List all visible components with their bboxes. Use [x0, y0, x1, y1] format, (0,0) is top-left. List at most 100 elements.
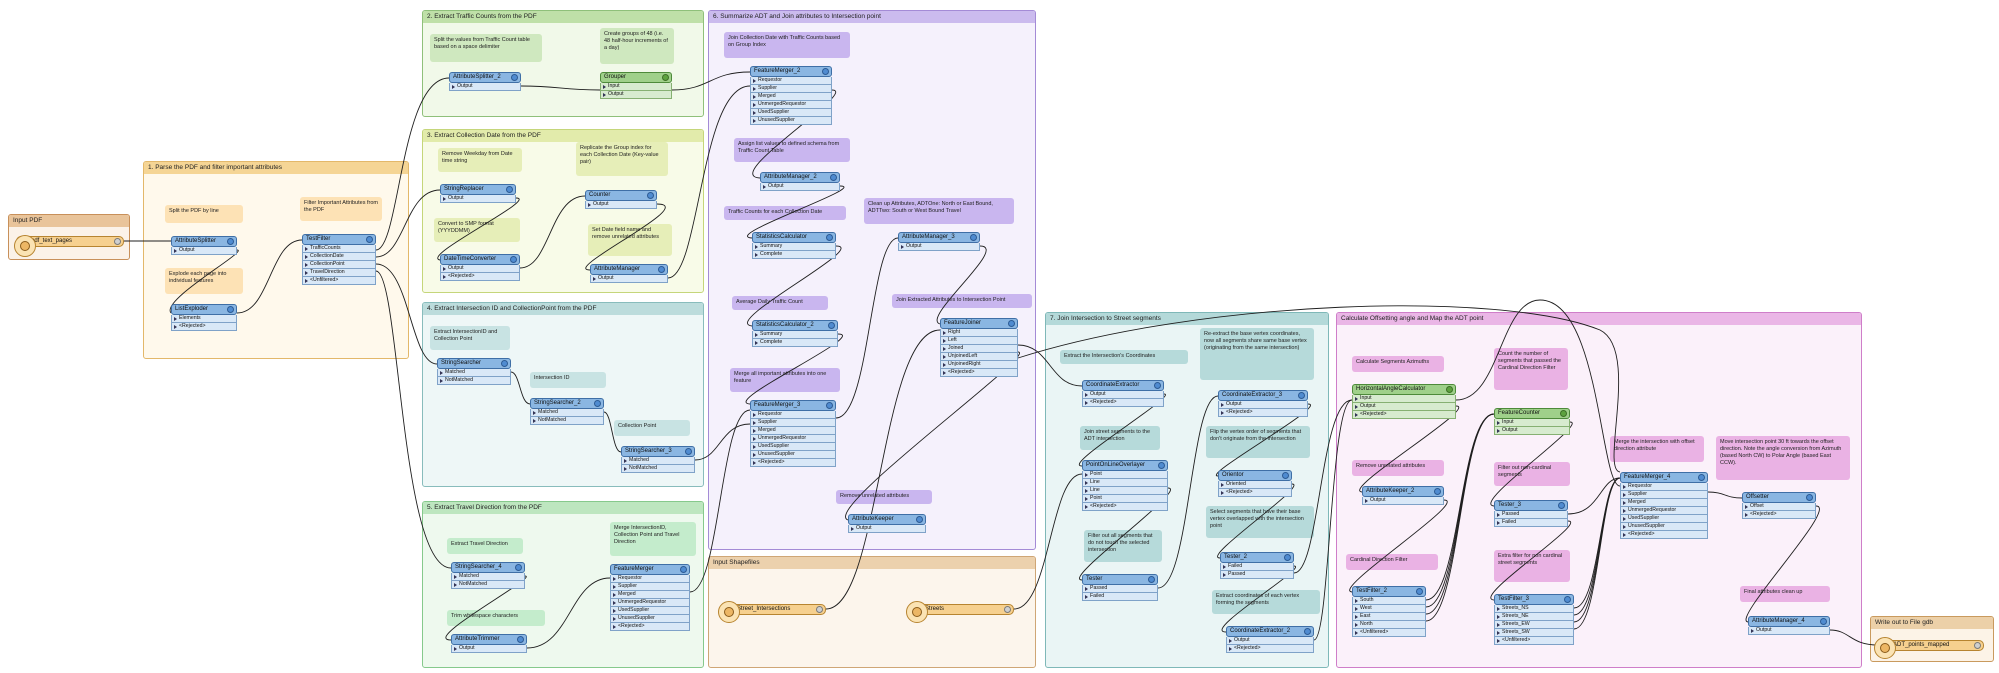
gear-icon[interactable] — [816, 606, 823, 613]
output-port[interactable]: South — [1352, 597, 1426, 605]
transformer-name[interactable]: FeatureMerger — [610, 564, 690, 575]
gear-icon[interactable] — [830, 174, 837, 181]
output-port[interactable]: Passed — [1220, 571, 1294, 579]
transformer-name[interactable]: StatisticsCalculator — [752, 232, 836, 243]
bookmark-2-traffic-counts[interactable]: 2. Extract Traffic Counts from the PDF — [422, 10, 704, 117]
output-port[interactable]: Passed — [1082, 585, 1158, 593]
output-port[interactable]: West — [1352, 605, 1426, 613]
output-port[interactable]: Output — [760, 183, 840, 191]
transformer-name[interactable]: Orientor — [1218, 470, 1292, 481]
output-port[interactable]: Output — [451, 645, 527, 653]
transformer-name[interactable]: AttributeKeeper — [848, 514, 926, 525]
transformer-name[interactable]: DateTimeConverter — [440, 254, 520, 265]
output-port[interactable]: <Rejected> — [940, 369, 1018, 377]
output-port[interactable]: Passed — [1494, 511, 1568, 519]
gear-icon[interactable] — [1008, 320, 1015, 327]
gear-icon[interactable] — [1416, 588, 1423, 595]
output-port[interactable]: Complete — [752, 339, 838, 347]
transformer-name[interactable]: AttributeSplitter_2 — [449, 72, 521, 83]
gear-icon[interactable] — [515, 564, 522, 571]
output-port[interactable]: Matched — [437, 369, 511, 377]
output-port[interactable]: Input — [600, 83, 672, 91]
output-port[interactable]: Elements — [171, 315, 237, 323]
gear-icon[interactable] — [227, 238, 234, 245]
output-port[interactable]: Output — [585, 201, 657, 209]
output-port[interactable]: Output — [1218, 401, 1308, 409]
transformer-name[interactable]: TestFilter — [302, 234, 376, 245]
transformer-name[interactable]: AttributeManager_3 — [898, 232, 980, 243]
output-port[interactable]: UnmergedRequestor — [750, 435, 836, 443]
output-port[interactable]: Line — [1082, 479, 1168, 487]
gear-icon[interactable] — [647, 192, 654, 199]
output-port[interactable]: UnusedSupplier — [750, 451, 836, 459]
transformer-name[interactable]: Offsetter — [1742, 492, 1816, 503]
gear-icon[interactable] — [1698, 474, 1705, 481]
gear-icon[interactable] — [1446, 386, 1453, 393]
output-port[interactable]: Output — [440, 195, 516, 203]
output-port[interactable]: Output — [1362, 497, 1444, 505]
output-port[interactable]: Streets_NE — [1494, 613, 1574, 621]
gear-icon[interactable] — [506, 186, 513, 193]
gear-icon[interactable] — [114, 238, 121, 245]
gear-icon[interactable] — [658, 266, 665, 273]
output-port[interactable]: NotMatched — [621, 465, 695, 473]
gear-icon[interactable] — [1558, 502, 1565, 509]
output-port[interactable]: Streets_EW — [1494, 621, 1574, 629]
output-port[interactable]: Complete — [752, 251, 836, 259]
output-port[interactable]: Output — [1226, 637, 1314, 645]
output-port[interactable]: <Rejected> — [1082, 399, 1164, 407]
output-port[interactable]: Matched — [621, 457, 695, 465]
output-port[interactable]: Output — [1494, 427, 1570, 435]
output-port[interactable]: Matched — [530, 409, 604, 417]
output-port[interactable]: Streets_NS — [1494, 605, 1574, 613]
gear-icon[interactable] — [227, 306, 234, 313]
gear-icon[interactable] — [1148, 576, 1155, 583]
transformer-name[interactable]: StringSearcher_3 — [621, 446, 695, 457]
gear-icon[interactable] — [1564, 596, 1571, 603]
gear-icon[interactable] — [916, 516, 923, 523]
transformer-name[interactable]: Counter — [585, 190, 657, 201]
gear-icon[interactable] — [828, 322, 835, 329]
output-port[interactable]: UnusedSupplier — [610, 615, 690, 623]
gear-icon[interactable] — [511, 74, 518, 81]
gear-icon[interactable] — [662, 74, 669, 81]
output-port[interactable]: Output — [898, 243, 980, 251]
output-port[interactable]: Merged — [1620, 499, 1708, 507]
gear-icon[interactable] — [1282, 472, 1289, 479]
output-port[interactable]: <Rejected> — [171, 323, 237, 331]
output-port[interactable]: Output — [449, 83, 521, 91]
output-port[interactable]: NotMatched — [530, 417, 604, 425]
transformer-name[interactable]: TestFilter_2 — [1352, 586, 1426, 597]
output-port[interactable]: Supplier — [1620, 491, 1708, 499]
transformer-name[interactable]: StatisticsCalculator_2 — [752, 320, 838, 331]
output-port[interactable]: NotMatched — [451, 581, 525, 589]
transformer-name[interactable]: ListExploder — [171, 304, 237, 315]
output-port[interactable]: <Unfiltered> — [302, 277, 376, 285]
transformer-name[interactable]: AttributeTrimmer — [451, 634, 527, 645]
gear-icon[interactable] — [826, 234, 833, 241]
gear-icon[interactable] — [685, 448, 692, 455]
output-port[interactable]: TravelDirection — [302, 269, 376, 277]
output-port[interactable]: <Rejected> — [750, 459, 836, 467]
output-port[interactable]: UnusedSupplier — [750, 117, 832, 125]
output-port[interactable]: NotMatched — [437, 377, 511, 385]
output-port[interactable]: Output — [440, 265, 520, 273]
transformer-name[interactable]: AttributeSplitter — [171, 236, 237, 247]
output-port[interactable]: <Rejected> — [1226, 645, 1314, 653]
